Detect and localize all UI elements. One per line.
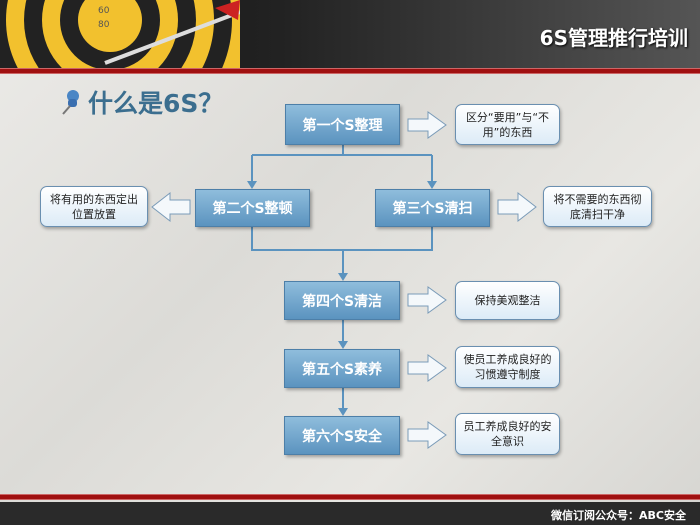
step-1-note: 区分“要用”与“不用”的东西 bbox=[455, 104, 560, 145]
step-5-note: 使员工养成良好的习惯遵守制度 bbox=[455, 346, 560, 388]
step-1-box: 第一个S整理 bbox=[285, 104, 400, 145]
presentation-title: 6S管理推行培训 bbox=[539, 26, 688, 50]
step-5-box: 第五个S素养 bbox=[284, 349, 400, 388]
page-title: 什么是6S？ bbox=[60, 84, 223, 120]
pushpin-icon bbox=[62, 90, 79, 115]
step-6-note: 员工养成良好的安全意识 bbox=[455, 413, 560, 455]
footer-divider bbox=[0, 494, 700, 500]
step-4-box: 第四个S清洁 bbox=[284, 281, 400, 320]
target-label-80: 80 bbox=[98, 20, 110, 30]
step-2-note: 将有用的东西定出位置放置 bbox=[40, 186, 148, 227]
step-3-box: 第三个S清扫 bbox=[375, 189, 490, 227]
target-label-60: 60 bbox=[98, 6, 110, 16]
header: 60 80 6S管理推行培训 bbox=[0, 0, 700, 68]
dartboard-image: 60 80 bbox=[0, 0, 240, 68]
header-divider bbox=[0, 68, 700, 74]
footer: 微信订阅公众号：ABC安全 bbox=[0, 502, 700, 525]
footer-text: 微信订阅公众号：ABC安全 bbox=[551, 509, 686, 522]
step-2-box: 第二个S整顿 bbox=[195, 189, 310, 227]
step-6-box: 第六个S安全 bbox=[284, 416, 400, 455]
step-3-note: 将不需要的东西彻底清扫干净 bbox=[543, 186, 652, 227]
page-title-text: 什么是6S？ bbox=[88, 89, 224, 118]
step-4-note: 保持美观整洁 bbox=[455, 281, 560, 320]
